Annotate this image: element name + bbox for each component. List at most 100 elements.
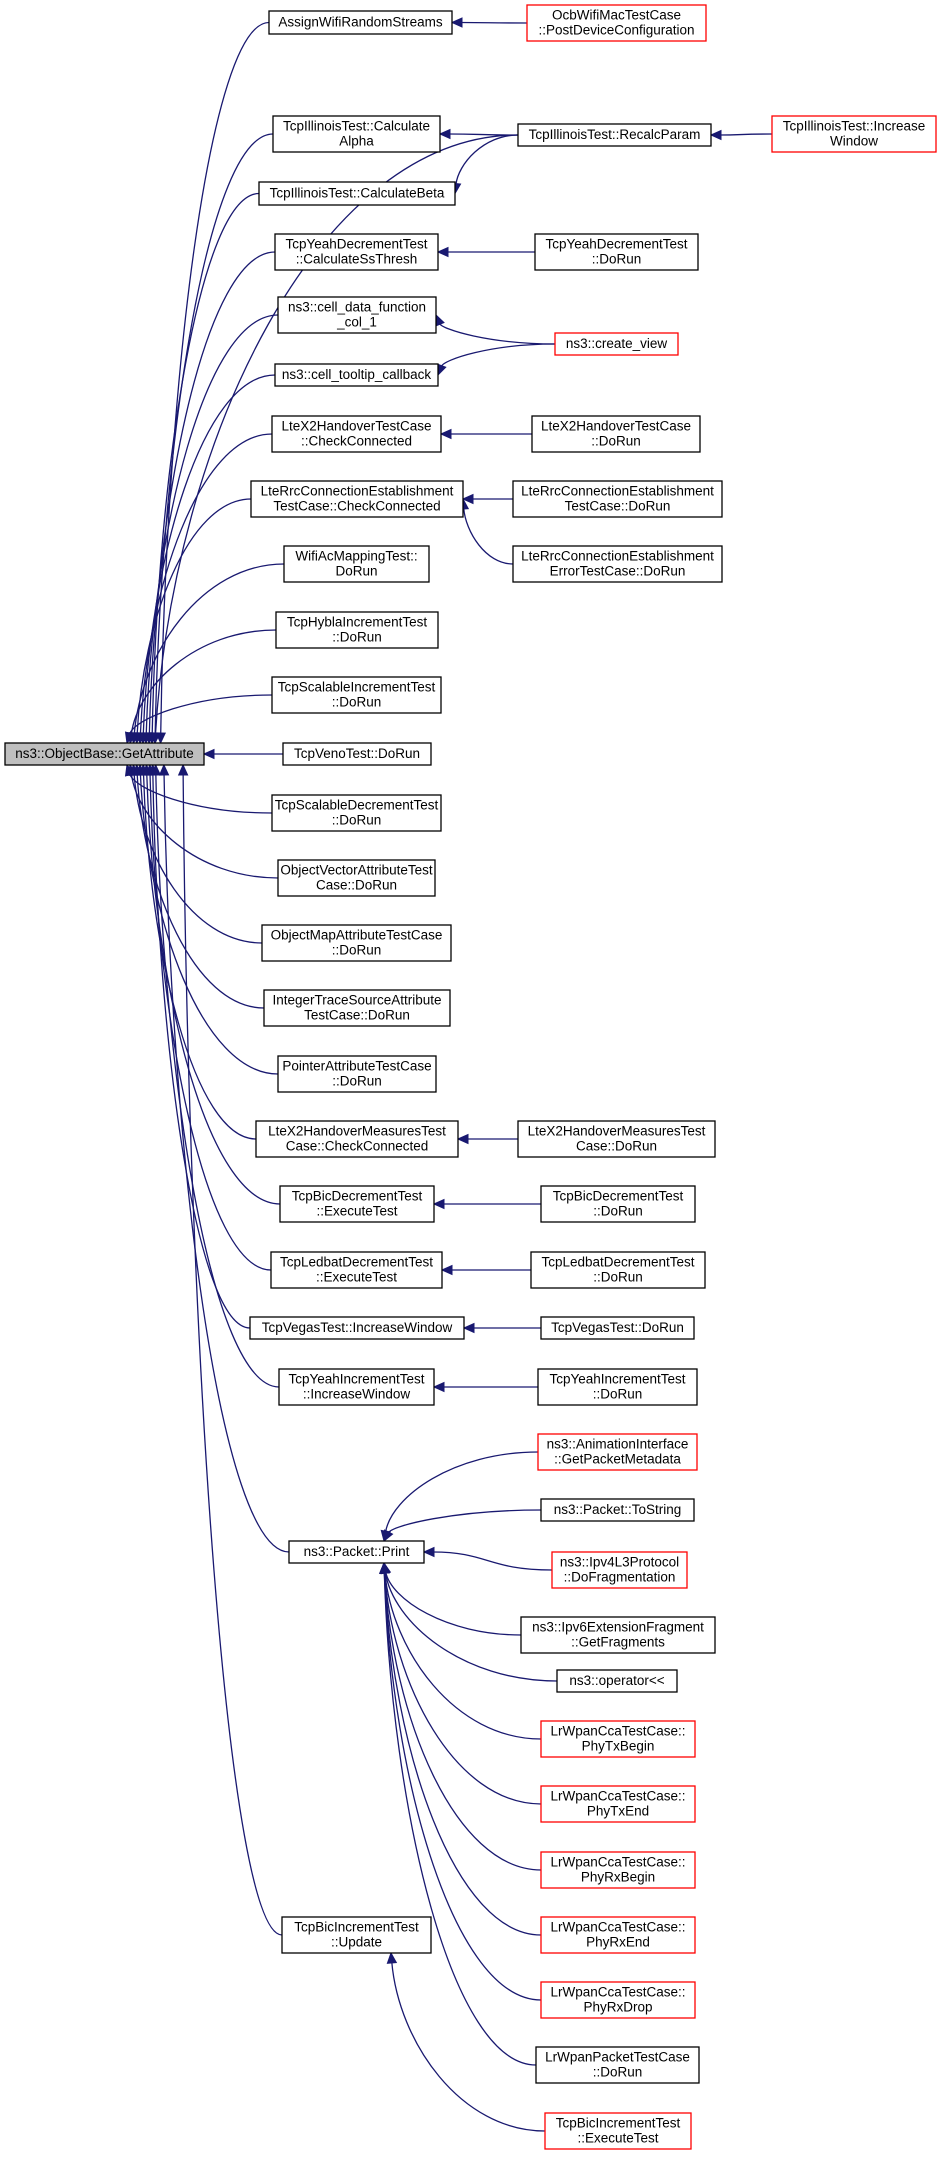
node-label: LteX2HandoverTestCase <box>541 419 691 434</box>
node-pointer[interactable]: PointerAttributeTestCase::DoRun <box>277 1055 437 1093</box>
node-yeah-inc-run[interactable]: TcpYeahIncrementTest::DoRun <box>537 1368 698 1406</box>
node-yeah-dec[interactable]: TcpYeahDecrementTest::CalculateSsThresh <box>274 233 439 271</box>
node-ledbat[interactable]: TcpLedbatDecrementTest::ExecuteTest <box>270 1251 443 1289</box>
node-phyrxend[interactable]: LrWpanCcaTestCase::PhyRxEnd <box>540 1916 696 1954</box>
node-lrwpanpkt[interactable]: LrWpanPacketTestCase::DoRun <box>535 2046 700 2084</box>
node-ocb[interactable]: OcbWifiMacTestCase::PostDeviceConfigurat… <box>526 4 707 42</box>
node-lterrc-err[interactable]: LteRrcConnectionEstablishmentErrorTestCa… <box>512 545 723 583</box>
node-box <box>278 1368 435 1406</box>
node-objmap[interactable]: ObjectMapAttributeTestCase::DoRun <box>261 924 452 962</box>
node-ipv4frag[interactable]: ns3::Ipv4L3Protocol::DoFragmentation <box>551 1551 688 1589</box>
node-label: ::DoRun <box>332 630 382 645</box>
node-ipv6frag[interactable]: ns3::Ipv6ExtensionFragment::GetFragments <box>520 1616 716 1654</box>
node-label: Window <box>830 134 878 149</box>
edge-line <box>719 133 773 136</box>
node-label: Case::DoRun <box>576 1139 657 1154</box>
node-box <box>554 332 679 356</box>
node-pkt-print[interactable]: ns3::Packet::Print <box>288 1540 425 1564</box>
edge-line <box>383 1571 542 1936</box>
node-label: ObjectVectorAttributeTest <box>280 863 433 878</box>
node-box <box>258 181 456 206</box>
node-box <box>512 545 723 583</box>
arrow-head-icon <box>436 246 449 258</box>
node-lterrc-run[interactable]: LteRrcConnectionEstablishmentTestCase::D… <box>512 480 723 518</box>
node-inttrace[interactable]: IntegerTraceSourceAttributeTestCase::DoR… <box>263 989 451 1027</box>
node-bicdec[interactable]: TcpBicDecrementTest::ExecuteTest <box>279 1185 435 1223</box>
node-cell-tooltip[interactable]: ns3::cell_tooltip_callback <box>274 363 439 387</box>
edge-line <box>391 1961 546 2132</box>
node-box <box>771 115 937 153</box>
node-lterrc-cc[interactable]: LteRrcConnectionEstablishmentTestCase::C… <box>250 480 464 518</box>
edge-line <box>182 773 283 1936</box>
node-label: ::IncreaseWindow <box>303 1387 411 1402</box>
node-label: Case::DoRun <box>316 878 397 893</box>
node-phyrxdrop[interactable]: LrWpanCcaTestCase::PhyRxDrop <box>540 1981 696 2019</box>
node-wifiac[interactable]: WifiAcMappingTest::DoRun <box>283 545 430 583</box>
edge-line <box>145 314 279 735</box>
node-box <box>270 1251 443 1289</box>
node-yeah-dec-run[interactable]: TcpYeahDecrementTest::DoRun <box>534 233 699 271</box>
node-label: TcpLedbatDecrementTest <box>541 1255 694 1270</box>
node-box <box>551 1551 688 1589</box>
node-tostring[interactable]: ns3::Packet::ToString <box>540 1498 695 1522</box>
node-ltex2-run[interactable]: LteX2HandoverTestCase::DoRun <box>531 415 701 453</box>
node-phyrxbegin[interactable]: LrWpanCcaTestCase::PhyRxBegin <box>540 1851 696 1889</box>
node-operator[interactable]: ns3::operator<< <box>556 1669 678 1693</box>
edge-line <box>152 773 251 1329</box>
node-ltex2-cc[interactable]: LteX2HandoverTestCase::CheckConnected <box>271 415 442 453</box>
node-assign[interactable]: AssignWifiRandomStreams <box>268 10 453 35</box>
node-label: PhyTxBegin <box>582 1739 655 1754</box>
node-label: LrWpanCcaTestCase:: <box>550 1789 685 1804</box>
node-ill-beta[interactable]: TcpIllinoisTest::CalculateBeta <box>258 181 456 206</box>
node-bicdec-run[interactable]: TcpBicDecrementTest::DoRun <box>540 1185 696 1223</box>
node-box <box>250 480 464 518</box>
node-create-view[interactable]: ns3::create_view <box>554 332 679 356</box>
node-label: ns3::Packet::ToString <box>554 1502 682 1517</box>
edge-create_view-to-cell_tooltip <box>436 343 556 377</box>
node-scal-dec[interactable]: TcpScalableDecrementTest::DoRun <box>271 794 442 832</box>
node-hybla[interactable]: TcpHyblaIncrementTest::DoRun <box>275 611 439 649</box>
node-ltex2m-cc[interactable]: LteX2HandoverMeasuresTestCase::CheckConn… <box>255 1120 459 1158</box>
node-scal-inc[interactable]: TcpScalableIncrementTest::DoRun <box>271 676 442 714</box>
node-label: LrWpanCcaTestCase:: <box>550 1855 685 1870</box>
node-vegas-run[interactable]: TcpVegasTest::DoRun <box>540 1316 695 1340</box>
node-label: PhyRxBegin <box>581 1870 655 1885</box>
node-ill-recalc[interactable]: TcpIllinoisTest::RecalcParam <box>517 123 712 147</box>
node-label: ns3::cell_data_function <box>288 300 426 315</box>
node-box <box>271 794 442 832</box>
node-phytxend[interactable]: LrWpanCcaTestCase::PhyTxEnd <box>540 1785 696 1823</box>
node-vegas[interactable]: TcpVegasTest::IncreaseWindow <box>249 1316 465 1340</box>
node-box <box>526 4 707 42</box>
edge-ocb-to-assign <box>450 17 528 28</box>
node-label: ::ExecuteTest <box>577 2131 658 2146</box>
edge-yeah_inc_run-to-yeah_inc <box>432 1381 538 1393</box>
node-label: DoRun <box>335 564 377 579</box>
node-label: TestCase::DoRun <box>565 499 671 514</box>
edge-line <box>133 563 285 735</box>
node-box <box>540 1851 696 1889</box>
node-phytxbegin[interactable]: LrWpanCcaTestCase::PhyTxBegin <box>540 1720 696 1758</box>
node-bicinc[interactable]: TcpBicIncrementTest::Update <box>281 1916 432 1954</box>
node-box <box>279 1185 435 1223</box>
node-veno[interactable]: TcpVenoTest::DoRun <box>282 742 432 766</box>
node-yeah-inc[interactable]: TcpYeahIncrementTest::IncreaseWindow <box>278 1368 435 1406</box>
node-box <box>249 1316 465 1340</box>
edge-bicdec_run-to-bicdec <box>432 1198 542 1210</box>
edge-line <box>128 694 273 735</box>
node-anim[interactable]: ns3::AnimationInterface::GetPacketMetada… <box>537 1433 698 1471</box>
node-box <box>275 611 439 649</box>
edge-line <box>149 773 272 1271</box>
node-label: TcpIllinoisTest::CalculateBeta <box>270 186 445 201</box>
node-bicinc-exec[interactable]: TcpBicIncrementTest::ExecuteTest <box>544 2112 692 2150</box>
node-box <box>540 1916 696 1954</box>
node-ill-incwin[interactable]: TcpIllinoisTest::IncreaseWindow <box>771 115 937 153</box>
node-box <box>540 1185 696 1223</box>
node-ledbat-run[interactable]: TcpLedbatDecrementTest::DoRun <box>530 1251 706 1289</box>
edge-line <box>160 21 270 735</box>
node-cell-data[interactable]: ns3::cell_data_function_col_1 <box>277 296 437 334</box>
node-box <box>281 1916 432 1954</box>
edge-line <box>383 1571 542 1805</box>
